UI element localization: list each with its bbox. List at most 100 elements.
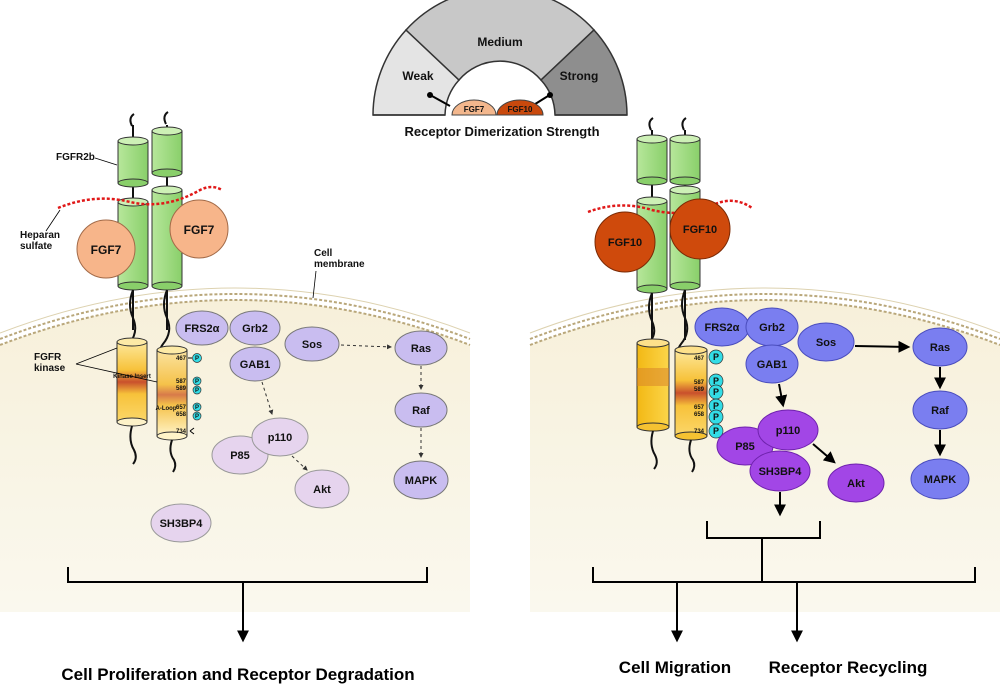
- svg-text:Raf: Raf: [412, 405, 430, 417]
- svg-text:P: P: [195, 379, 199, 385]
- left-phospho-658: [192, 411, 202, 421]
- heparan-label-line1: Heparan: [20, 230, 60, 241]
- gauge-weak-label: Weak: [402, 69, 433, 83]
- left-phospho-467: [192, 353, 202, 363]
- svg-text:P: P: [195, 414, 199, 420]
- svg-text:Sos: Sos: [816, 337, 836, 349]
- left-receptor-2-ig-domains: [151, 126, 183, 291]
- svg-text:Ras: Ras: [930, 342, 950, 354]
- membrane-label-line1: Cell: [314, 248, 333, 259]
- svg-text:467: 467: [694, 356, 705, 362]
- right-sh3bp4: [749, 450, 811, 492]
- left-signaling-proteins: FRS2α Grb2 Sos GAB1 Ras Raf MAPK P85 p11…: [150, 310, 449, 543]
- svg-text:467: 467: [176, 356, 187, 362]
- left-fgf7-ligand-1: [76, 219, 136, 279]
- svg-text:Grb2: Grb2: [759, 322, 785, 334]
- gauge-strong-label: Strong: [560, 69, 599, 83]
- heparan-label-line2: sulfate: [20, 241, 53, 252]
- svg-text:P: P: [713, 352, 719, 362]
- svg-text:FGF7: FGF7: [184, 223, 215, 237]
- left-pathway-arrows: [261, 344, 424, 471]
- svg-text:GAB1: GAB1: [240, 359, 271, 371]
- svg-text:P: P: [195, 405, 199, 411]
- svg-text:657: 657: [176, 405, 187, 411]
- svg-text:FRS2α: FRS2α: [185, 323, 220, 335]
- right-phospho-467: [708, 349, 724, 365]
- right-fgfr-kinase-domains: [636, 338, 708, 473]
- svg-text:Ras: Ras: [411, 343, 431, 355]
- svg-text:SH3BP4: SH3BP4: [160, 518, 204, 530]
- svg-text:A-Loop: A-Loop: [156, 406, 177, 412]
- svg-text:Akt: Akt: [847, 478, 865, 490]
- gauge-fgf10-chip: [496, 99, 544, 116]
- fgfr-kinase-label-line1: FGFR: [34, 352, 62, 363]
- svg-text:589: 589: [694, 387, 705, 393]
- svg-text:587: 587: [694, 380, 705, 386]
- svg-text:P: P: [713, 376, 719, 386]
- svg-text:734: 734: [176, 429, 187, 435]
- right-outcome-migration: Cell Migration: [619, 658, 731, 677]
- membrane-label-line2: membrane: [314, 259, 365, 270]
- right-p110: [757, 409, 819, 451]
- right-fgf10-ligand-2: [669, 198, 731, 260]
- left-phospho-587: [192, 376, 202, 386]
- svg-text:SH3BP4: SH3BP4: [759, 466, 803, 478]
- right-raf: [912, 390, 968, 430]
- svg-text:MAPK: MAPK: [405, 475, 437, 487]
- dimerization-gauge: Weak Medium Strong FGF7 FGF10 Receptor D…: [372, 0, 628, 139]
- left-outcome-bracket: [67, 567, 428, 643]
- left-ras: [394, 330, 448, 366]
- svg-text:MAPK: MAPK: [924, 474, 956, 486]
- svg-text:p110: p110: [268, 432, 292, 444]
- svg-text:658: 658: [694, 412, 705, 418]
- svg-text:Grb2: Grb2: [242, 323, 268, 335]
- svg-text:GAB1: GAB1: [757, 359, 788, 371]
- right-akt: [827, 463, 885, 503]
- left-tyrosine-residues: 467 P 587 589 P P 657 658 P P 734: [176, 353, 202, 435]
- left-grb2: [229, 310, 281, 346]
- svg-text:658: 658: [176, 412, 187, 418]
- left-frs2a: [175, 310, 229, 346]
- svg-text:FGF10: FGF10: [508, 105, 533, 114]
- left-fgf7-ligand-2: [169, 199, 229, 259]
- svg-text:Akt: Akt: [313, 484, 331, 496]
- right-pathway-arrows: [774, 340, 946, 517]
- left-fgfr-kinase-domains: Kinase Insert A-Loop: [113, 337, 188, 473]
- svg-text:P85: P85: [735, 441, 755, 453]
- left-mapk: [393, 460, 449, 500]
- svg-text:P: P: [195, 356, 199, 362]
- right-phospho-734: [708, 423, 724, 439]
- svg-text:734: 734: [694, 429, 705, 435]
- right-sos: [797, 322, 855, 362]
- left-akt: [294, 469, 350, 509]
- right-outcome-recycling: Receptor Recycling: [769, 658, 928, 677]
- svg-text:FGF10: FGF10: [608, 237, 642, 249]
- svg-text:P: P: [195, 388, 199, 394]
- gauge-medium-label: Medium: [477, 35, 522, 49]
- right-signaling-proteins: FRS2α Grb2 Sos GAB1 Ras Raf MAPK P85 p11…: [694, 307, 970, 503]
- left-sos: [284, 326, 340, 362]
- svg-text:657: 657: [694, 405, 705, 411]
- left-sh3bp4: [150, 503, 212, 543]
- right-tyrosine-residues: 467 P 587 589 P P 657 658 P P 734 P: [694, 349, 724, 439]
- left-raf: [394, 392, 448, 428]
- right-heparan-sulfate: [587, 199, 753, 215]
- right-ras: [912, 327, 968, 367]
- svg-text:p110: p110: [776, 425, 800, 437]
- svg-text:P: P: [713, 387, 719, 397]
- gauge-title: Receptor Dimerization Strength: [404, 124, 599, 139]
- svg-text:589: 589: [176, 386, 187, 392]
- left-gab1: [229, 346, 281, 382]
- left-p110: [251, 417, 309, 457]
- left-heparan-sulfate: [57, 185, 223, 210]
- fgfr-kinase-label-line2: kinase: [34, 363, 66, 374]
- right-mapk: [910, 458, 970, 500]
- svg-text:FGF10: FGF10: [683, 224, 717, 236]
- right-gab1: [745, 344, 799, 384]
- svg-text:P: P: [713, 426, 719, 436]
- right-fgf10-ligand-1: [594, 211, 656, 273]
- fgfr2b-label: FGFR2b: [56, 152, 95, 163]
- svg-text:587: 587: [176, 379, 187, 385]
- svg-text:Raf: Raf: [931, 405, 949, 417]
